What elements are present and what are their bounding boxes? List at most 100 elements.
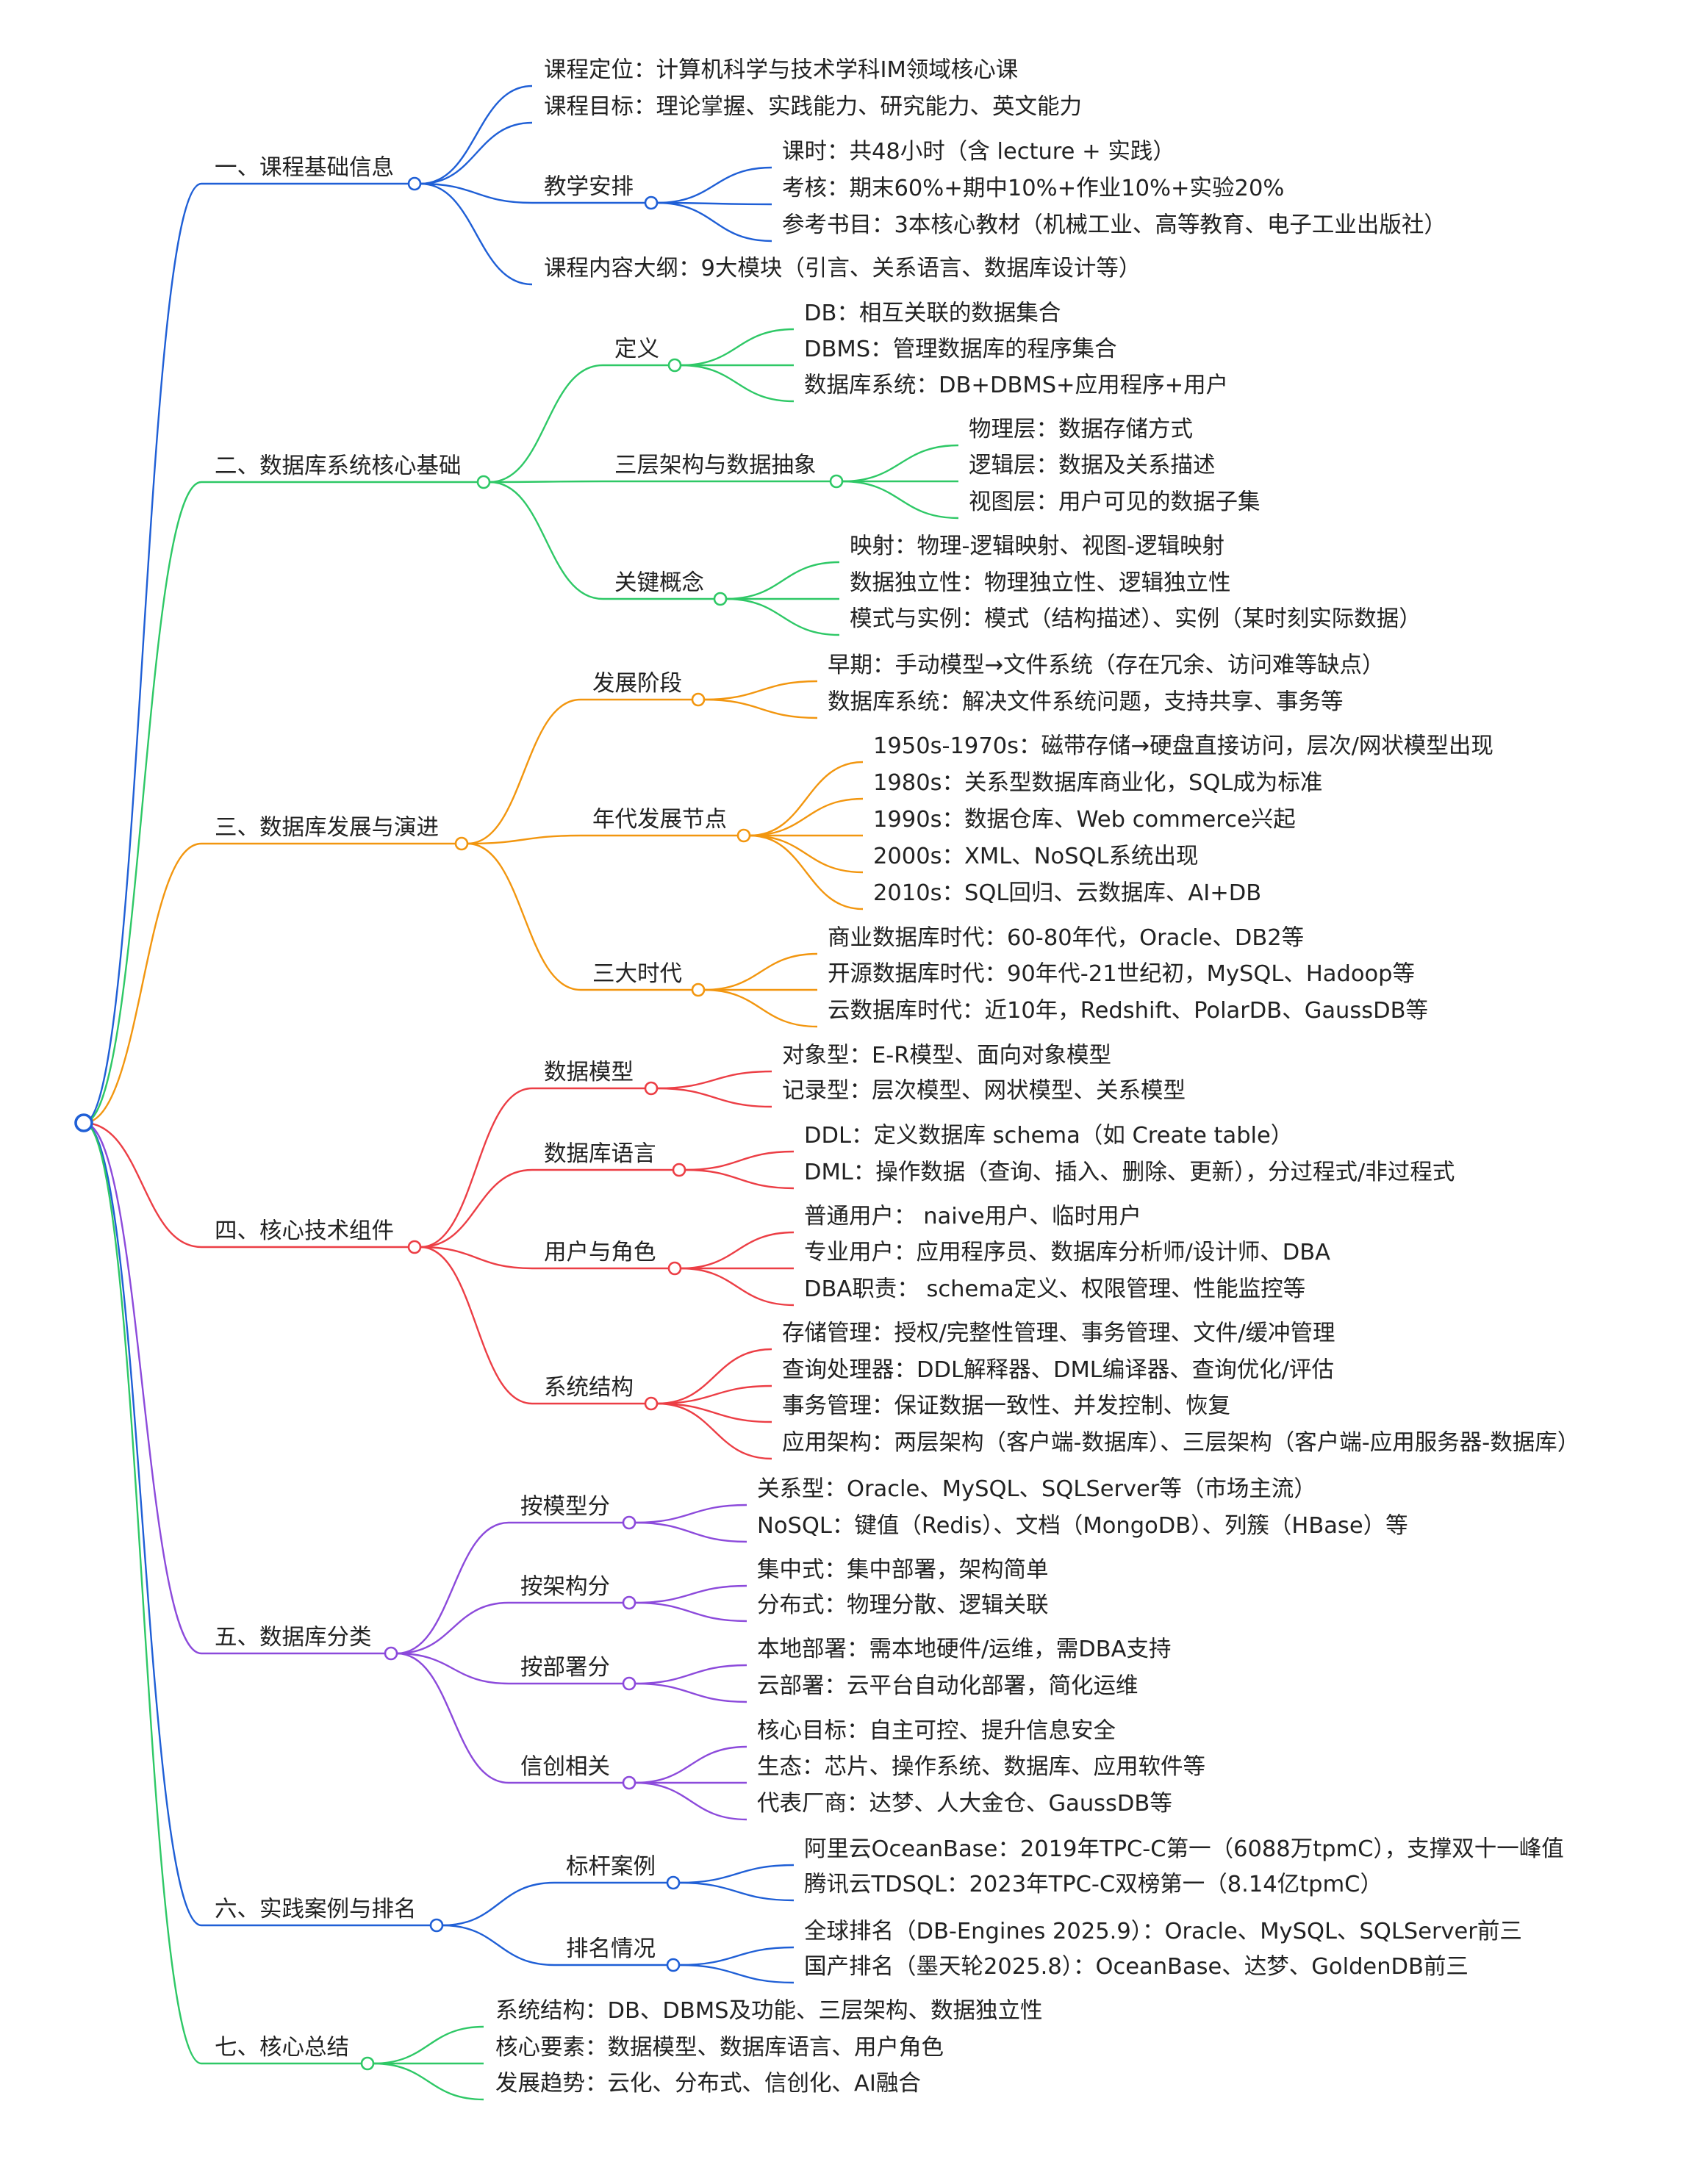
branch-1-node-3-leaf-2-label: 考核：期末60%+期中10%+作业10%+实验20%	[782, 176, 1284, 201]
branch-7-edge	[83, 1121, 202, 2065]
branch-1-node-3-leaf-1-edge	[656, 166, 772, 204]
branch-5-node-4-label: 信创相关	[520, 1754, 610, 1780]
branch-6-node-1-leaf-1-edge	[678, 1864, 795, 1884]
branch-6-node-2-knob[interactable]	[666, 1958, 681, 1972]
branch-5-node-3-edge	[396, 1652, 509, 1685]
branch-5-node-1-leaf-2-label: NoSQL：键值（Redis）、文档（MongoDB）、列簇（HBase）等	[757, 1513, 1408, 1539]
branch-4-node-3-leaf-2-label: 专业用户：应用程序员、数据库分析师/设计师、DBA	[804, 1240, 1330, 1265]
connector-lines	[83, 85, 959, 2101]
branch-3-node-3-leaf-2-label: 开源数据库时代：90年代-21世纪初，MySQL、Hadoop等	[828, 961, 1415, 987]
branch-5-node-4-leaf-3-label: 代表厂商：达梦、人大金仓、GaussDB等	[757, 1791, 1172, 1817]
branch-3-node-1-leaf-1-edge	[703, 680, 818, 701]
branch-4-node-2-edge	[420, 1168, 533, 1249]
branch-4-node-1-label: 数据模型	[544, 1060, 634, 1085]
branch-2-node-3-label: 关键概念	[614, 570, 704, 596]
branch-7-knob[interactable]	[360, 2056, 375, 2071]
node-labels: 一、课程基础信息课程定位：计算机科学与技术学科IM领域核心课课程目标：理论掌握、…	[215, 57, 1579, 2097]
branch-6-node-2-leaf-2-label: 国产排名（墨天轮2025.8）：OceanBase、达梦、GoldenDB前三	[804, 1954, 1469, 1980]
branch-1-node-3-leaf-3-label: 参考书目：3本核心教材（机械工业、高等教育、电子工业出版社）	[782, 212, 1446, 238]
branch-4-node-1-leaf-1-edge	[656, 1070, 772, 1090]
branch-7-label: 七、核心总结	[215, 2035, 349, 2061]
branch-3-node-3-leaf-3-edge	[703, 988, 818, 1028]
branch-3-node-2-leaf-4-label: 2000s：XML、NoSQL系统出现	[873, 844, 1199, 869]
branch-2-edge	[83, 481, 202, 1124]
branch-2-node-1-leaf-1-edge	[680, 328, 795, 367]
branch-2-node-3-leaf-2-label: 数据独立性：物理独立性、逻辑独立性	[850, 570, 1231, 596]
branch-4-node-3-knob[interactable]	[667, 1261, 682, 1276]
branch-6-node-1-edge	[442, 1881, 555, 1927]
branch-3-node-2-leaf-5-label: 2010s：SQL回归、云数据库、AI+DB	[873, 880, 1261, 906]
branch-5-node-2-leaf-2-edge	[634, 1601, 747, 1623]
branch-3-node-2-knob[interactable]	[736, 828, 751, 843]
branch-3-node-2-leaf-4-edge	[749, 834, 864, 874]
branch-5-node-1-edge	[396, 1521, 509, 1655]
branch-4-node-3-leaf-3-edge	[680, 1267, 795, 1307]
branch-4-node-1-leaf-1-label: 对象型：E-R模型、面向对象模型	[782, 1043, 1111, 1068]
branch-3-node-3-label: 三大时代	[592, 961, 682, 987]
branch-1-knob[interactable]	[407, 176, 422, 191]
branch-6-node-1-leaf-2-edge	[678, 1881, 795, 1902]
branch-1-node-3-leaf-3-edge	[656, 201, 772, 243]
branch-5-node-3-leaf-2-label: 云部署：云平台自动化部署，简化运维	[757, 1673, 1138, 1699]
branch-7-node-1-label: 系统结构：DB、DBMS及功能、三层架构、数据独立性	[495, 1998, 1043, 2024]
branch-2-node-3-leaf-1-label: 映射：物理-逻辑映射、视图-逻辑映射	[850, 534, 1224, 559]
branch-3-node-3-knob[interactable]	[691, 983, 706, 997]
branch-5-knob[interactable]	[384, 1646, 398, 1661]
branch-3-node-2-edge	[467, 834, 581, 845]
branch-5-node-4-knob[interactable]	[622, 1775, 636, 1790]
branch-5-node-3-knob[interactable]	[622, 1676, 636, 1691]
branch-6-node-1-leaf-1-label: 阿里云OceanBase：2019年TPC-C第一（6088万tpmC），支撑双…	[804, 1836, 1564, 1862]
branch-5-node-4-leaf-1-edge	[634, 1745, 747, 1784]
branch-4-node-2-knob[interactable]	[672, 1163, 686, 1177]
branch-4-node-3-leaf-1-edge	[680, 1231, 795, 1270]
branch-2-node-1-knob[interactable]	[667, 358, 682, 373]
branch-5-node-2-knob[interactable]	[622, 1595, 636, 1610]
branch-6-node-1-knob[interactable]	[666, 1875, 681, 1890]
branch-2-node-3-leaf-1-edge	[725, 561, 840, 600]
branch-5-node-3-leaf-1-edge	[634, 1664, 747, 1685]
branch-6-node-2-label: 排名情况	[566, 1936, 656, 1962]
branch-5-node-1-leaf-1-edge	[634, 1504, 747, 1524]
branch-5-node-4-leaf-3-edge	[634, 1781, 747, 1821]
branch-5-node-1-label: 按模型分	[520, 1494, 610, 1520]
branch-5-node-2-label: 按架构分	[520, 1574, 610, 1600]
branch-3-knob[interactable]	[454, 836, 469, 851]
branch-4-node-1-knob[interactable]	[644, 1081, 659, 1096]
branch-5-node-2-edge	[396, 1601, 509, 1655]
branch-4-node-4-leaf-4-label: 应用架构：两层架构（客户端-数据库）、三层架构（客户端-应用服务器-数据库）	[782, 1430, 1579, 1456]
branch-3-node-3-edge	[467, 842, 581, 991]
branch-2-node-2-edge	[489, 480, 603, 484]
branch-3-node-1-knob[interactable]	[691, 692, 706, 707]
branch-3-node-2-leaf-1-edge	[749, 761, 864, 837]
branch-2-node-2-label: 三层架构与数据抽象	[614, 453, 817, 478]
branch-3-node-1-leaf-1-label: 早期：手动模型→文件系统（存在冗余、访问难等缺点）	[828, 653, 1385, 678]
branch-4-knob[interactable]	[407, 1240, 422, 1254]
branch-5-edge	[83, 1121, 202, 1655]
branch-4-node-3-label: 用户与角色	[544, 1240, 656, 1265]
branch-3-node-1-leaf-2-edge	[703, 698, 818, 719]
branch-4-node-1-leaf-2-edge	[656, 1087, 772, 1108]
branch-4-node-4-knob[interactable]	[644, 1396, 659, 1411]
branch-2-node-2-leaf-3-label: 视图层：用户可见的数据子集	[969, 489, 1261, 515]
branch-3-node-1-label: 发展阶段	[592, 671, 682, 697]
branch-6-node-1-leaf-2-label: 腾讯云TDSQL：2023年TPC-C双榜第一（8.14亿tpmC）	[804, 1872, 1383, 1897]
branch-2-knob[interactable]	[476, 475, 491, 489]
branch-1-node-3-knob[interactable]	[644, 195, 659, 210]
branch-3-edge	[83, 842, 202, 1124]
branch-1-node-1-edge	[420, 85, 533, 185]
branch-2-node-1-leaf-3-edge	[680, 364, 795, 403]
branch-2-node-3-knob[interactable]	[713, 592, 728, 606]
root-node[interactable]	[74, 1113, 93, 1132]
branch-3-node-3-leaf-3-label: 云数据库时代：近10年，Redshift、PolarDB、GaussDB等	[828, 998, 1428, 1024]
branch-5-label: 五、数据库分类	[215, 1625, 372, 1650]
branch-2-node-3-edge	[489, 481, 603, 600]
branch-4-node-2-leaf-1-label: DDL：定义数据库 schema（如 Create table）	[804, 1123, 1293, 1149]
branch-6-label: 六、实践案例与排名	[215, 1897, 417, 1922]
branch-3-node-2-label: 年代发展节点	[592, 807, 727, 833]
branch-5-node-1-knob[interactable]	[622, 1515, 636, 1530]
branch-6-knob[interactable]	[429, 1918, 444, 1933]
branch-3-node-1-edge	[467, 698, 581, 845]
branch-3-node-3-leaf-1-edge	[703, 952, 818, 991]
branch-2-node-2-knob[interactable]	[829, 474, 844, 489]
branch-4-node-4-leaf-4-edge	[656, 1402, 772, 1460]
